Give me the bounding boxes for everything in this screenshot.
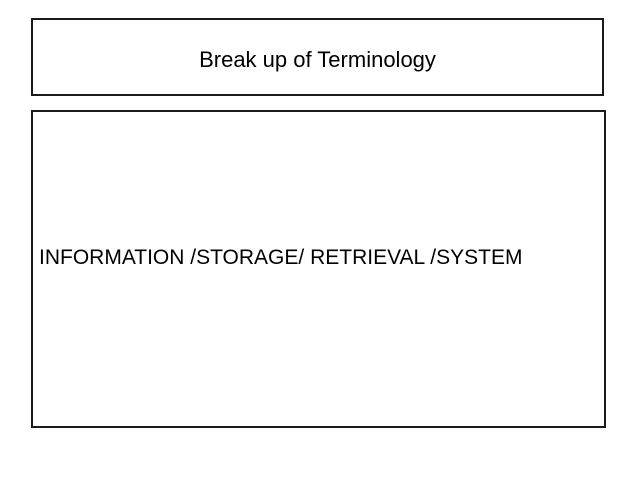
slide-title: Break up of Terminology <box>199 47 436 72</box>
title-box: Break up of Terminology <box>31 18 604 96</box>
slide-body-text: INFORMATION /STORAGE/ RETRIEVAL /SYSTEM <box>39 246 523 269</box>
content-box: INFORMATION /STORAGE/ RETRIEVAL /SYSTEM <box>31 110 606 428</box>
